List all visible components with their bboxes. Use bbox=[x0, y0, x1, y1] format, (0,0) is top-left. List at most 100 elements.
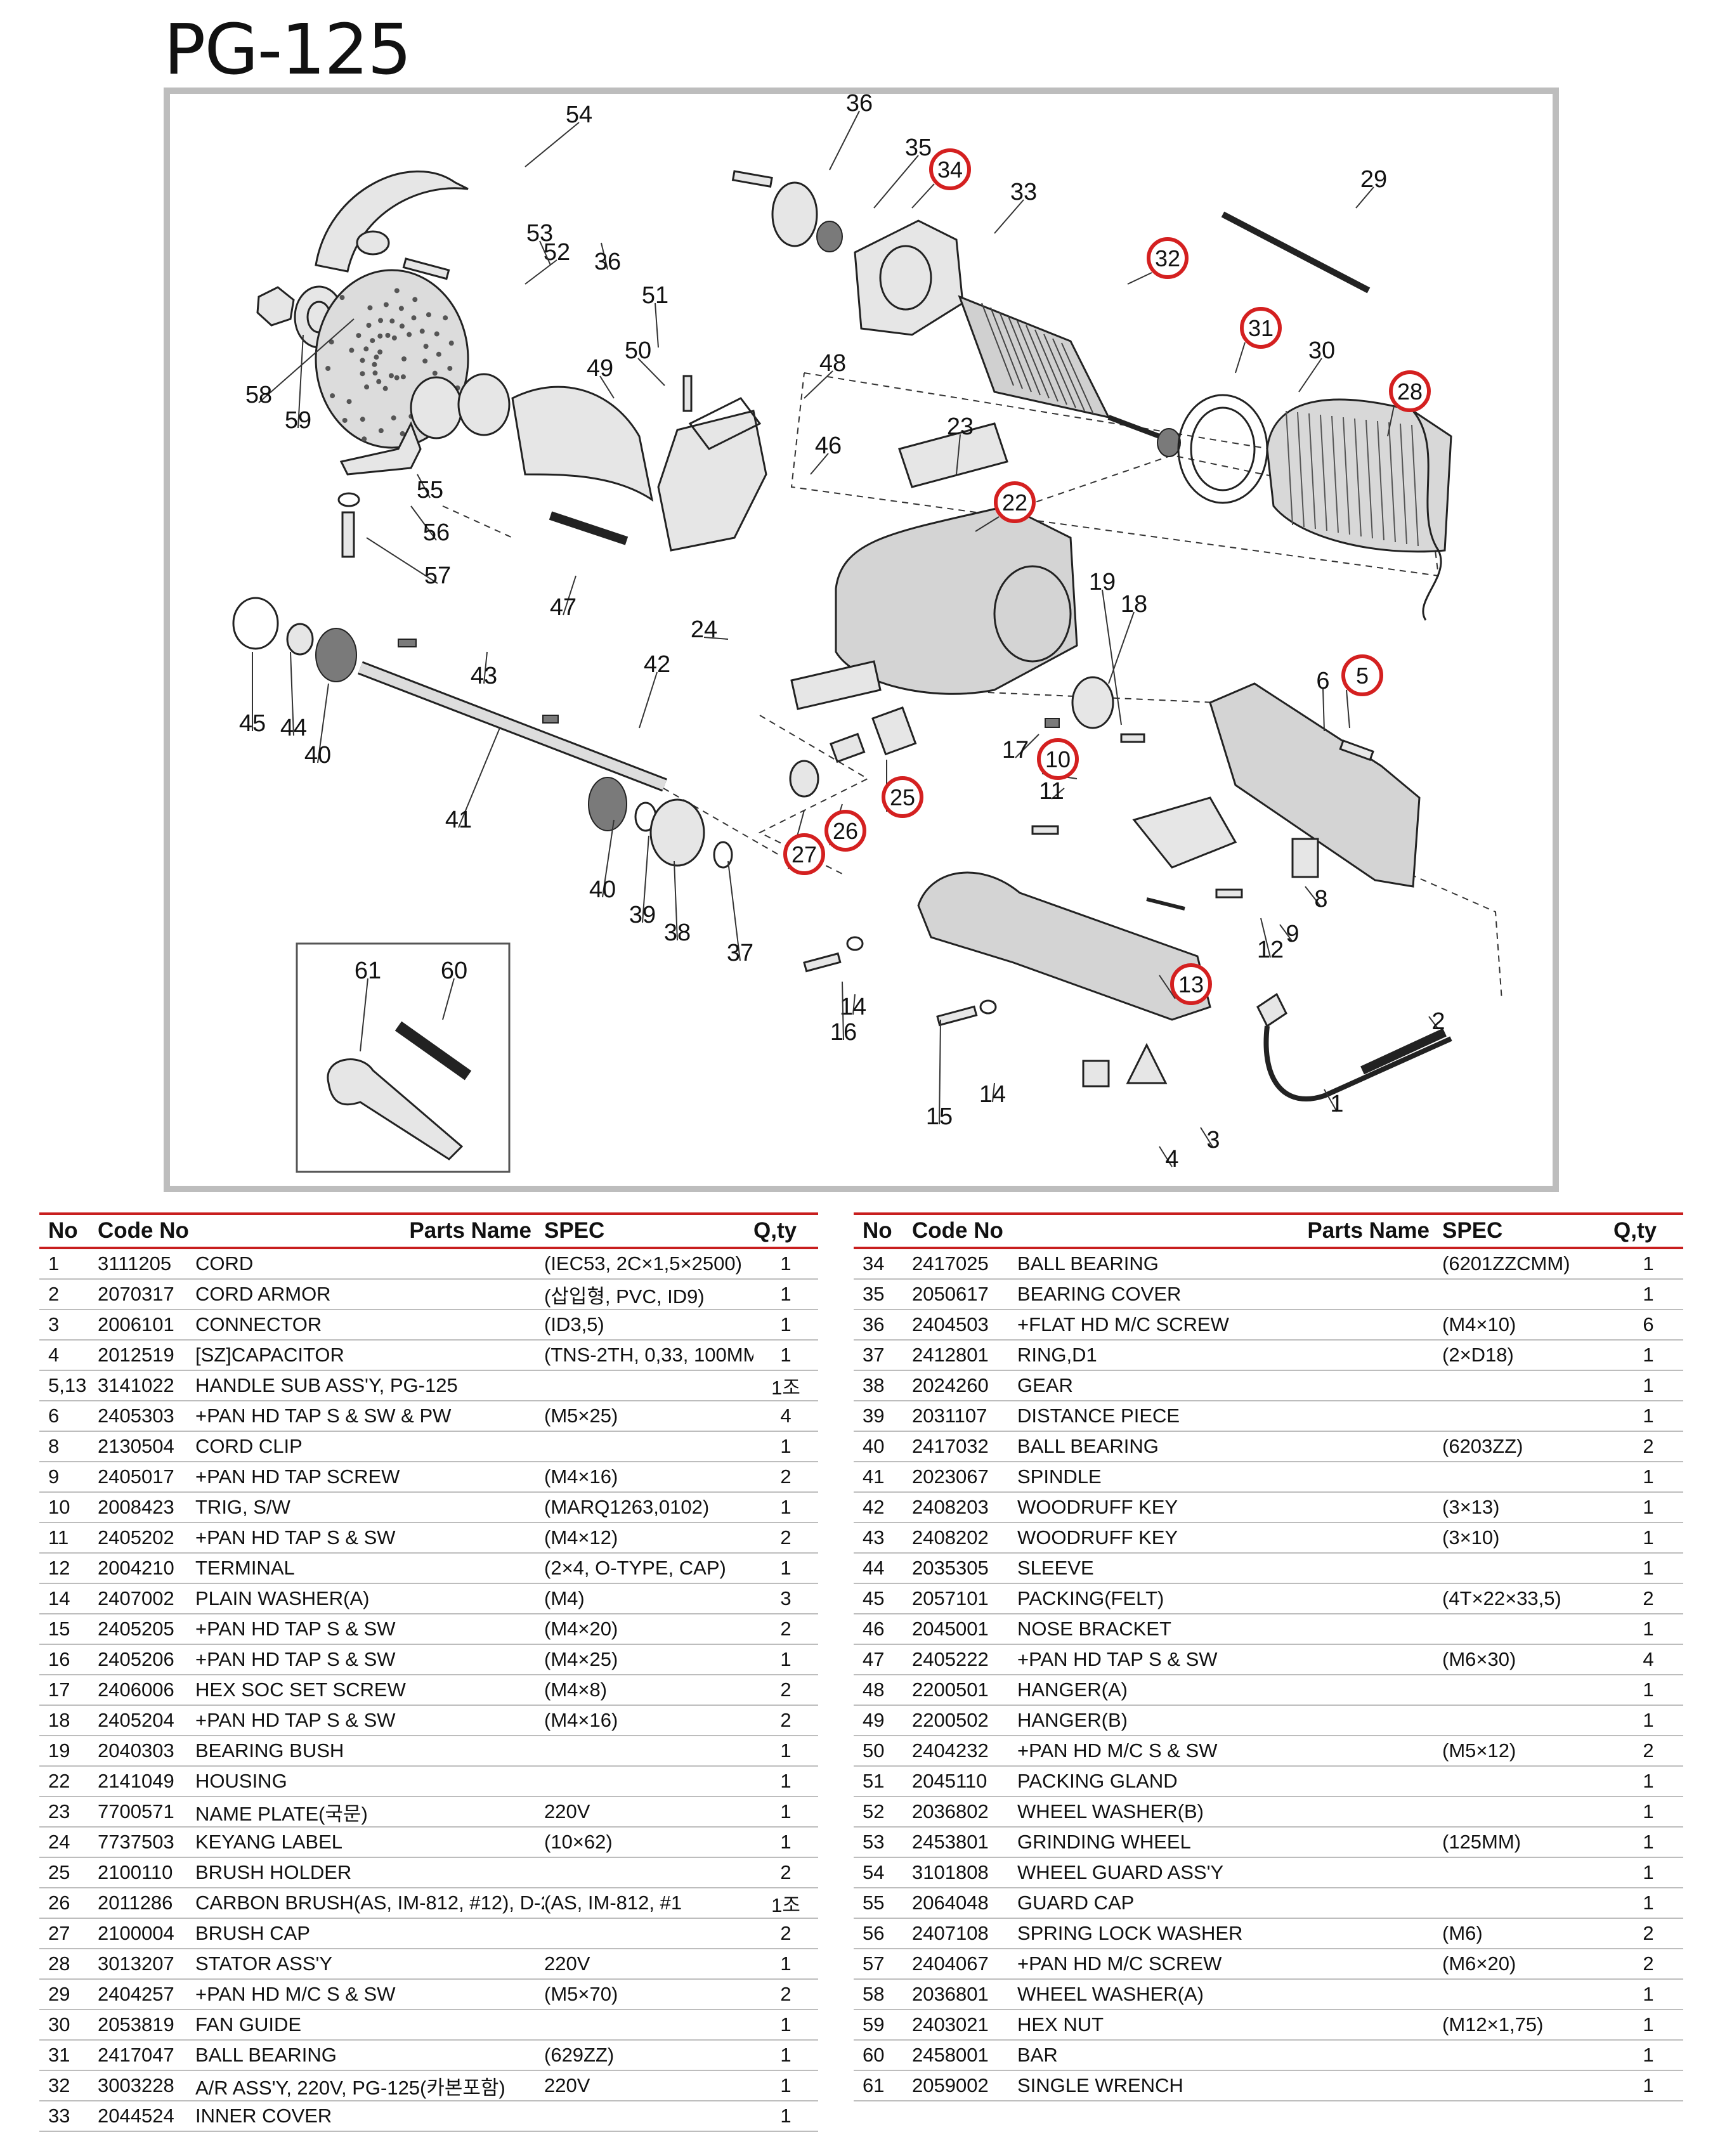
callout-label: 17 bbox=[1002, 737, 1029, 763]
leader-line bbox=[829, 110, 860, 171]
grinding-wheel-dot bbox=[426, 312, 431, 318]
cell-name: WHEEL WASHER(A) bbox=[1017, 1979, 1442, 2010]
grinding-wheel-dot bbox=[360, 371, 365, 377]
stator-lamination bbox=[1286, 410, 1293, 526]
callout-label: 54 bbox=[566, 101, 592, 128]
cell-no: 24 bbox=[39, 1827, 94, 1858]
callout-label: 57 bbox=[424, 562, 451, 589]
leader-line bbox=[1428, 1016, 1439, 1030]
cell-qty: 1 bbox=[1613, 1462, 1683, 1493]
cell-qty: 1조 bbox=[753, 1370, 818, 1401]
cell-name: BALL BEARING bbox=[195, 2040, 544, 2071]
armature-winding bbox=[1017, 320, 1050, 399]
handle-upper-shape bbox=[1209, 682, 1421, 888]
cell-qty: 4 bbox=[753, 1401, 818, 1432]
grinding-wheel-dot bbox=[419, 328, 425, 334]
cell-qty: 2 bbox=[753, 1979, 818, 2010]
grinding-wheel-dot bbox=[377, 333, 383, 339]
cell-code: 2036802 bbox=[908, 1796, 1017, 1828]
leader-line bbox=[290, 651, 294, 736]
cell-name: CARBON BRUSH(AS, IM-812, #12), D-20 bbox=[195, 1888, 544, 1919]
cell-spec bbox=[544, 1857, 753, 1888]
cell-qty: 2 bbox=[753, 1857, 818, 1888]
cell-code: 2417047 bbox=[94, 2040, 195, 2071]
cell-qty: 1 bbox=[1613, 2040, 1683, 2071]
cell-name: +PAN HD TAP S & SW bbox=[195, 1705, 544, 1736]
cell-spec bbox=[544, 2101, 753, 2132]
cell-spec: (2×4, O-TYPE, CAP) bbox=[544, 1553, 753, 1584]
cell-code: 2404503 bbox=[908, 1309, 1017, 1341]
cell-name: HEX NUT bbox=[1017, 2010, 1442, 2041]
cell-qty: 1 bbox=[1613, 1827, 1683, 1858]
stator-lamination bbox=[1343, 417, 1350, 535]
cell-qty: 2 bbox=[753, 1705, 818, 1736]
cell-qty: 1 bbox=[1613, 1553, 1683, 1584]
callout-highlight-ring bbox=[1037, 738, 1079, 780]
cell-name: PLAIN WASHER(A) bbox=[195, 1583, 544, 1614]
col-header-code: Code No bbox=[94, 1212, 195, 1249]
cell-spec bbox=[544, 1431, 753, 1462]
grinding-wheel-dot bbox=[391, 335, 397, 341]
wheel-washer-b-shape bbox=[410, 376, 463, 439]
cell-code: 2100004 bbox=[94, 1918, 195, 1949]
leader-line bbox=[994, 199, 1024, 234]
leader-line bbox=[442, 978, 455, 1020]
callout-label: 8 bbox=[1314, 886, 1327, 912]
cell-spec: (TNS-2TH, 0,33, 100MM, BL) bbox=[544, 1340, 753, 1371]
callout-label: 46 bbox=[815, 432, 842, 459]
carbon-brush-shape bbox=[830, 732, 866, 763]
grinding-wheel-dot bbox=[360, 417, 365, 422]
callout-label: 42 bbox=[644, 651, 670, 678]
col-header-qty: Q,ty bbox=[1613, 1212, 1683, 1249]
cell-code: 2130504 bbox=[94, 1431, 195, 1462]
cell-qty: 1 bbox=[753, 2040, 818, 2071]
cell-code: 2403021 bbox=[908, 2010, 1017, 2041]
cell-code: 2040303 bbox=[94, 1736, 195, 1767]
table-header-row: No Code No Parts Name SPEC Q,ty bbox=[39, 1212, 818, 1249]
cell-no: 36 bbox=[854, 1309, 908, 1341]
cell-spec bbox=[544, 1370, 753, 1401]
leader-line bbox=[639, 672, 658, 729]
cell-spec: (M5×70) bbox=[544, 1979, 753, 2010]
leader-line bbox=[599, 375, 615, 399]
grinding-wheel-dot bbox=[342, 417, 348, 423]
cell-spec: 220V bbox=[544, 2070, 753, 2101]
callout-label-highlighted: 31 bbox=[1248, 315, 1274, 341]
leader-line bbox=[458, 727, 500, 828]
cell-no: 8 bbox=[39, 1431, 94, 1462]
callout-label: 48 bbox=[819, 350, 846, 377]
callout-label: 43 bbox=[471, 663, 497, 689]
set-screw-shape bbox=[1045, 718, 1060, 728]
leader-line bbox=[992, 1082, 995, 1103]
cell-name: +PAN HD TAP S & SW bbox=[195, 1523, 544, 1554]
grinding-wheel-dot bbox=[385, 332, 391, 338]
cell-code: 2404257 bbox=[94, 1979, 195, 2010]
hex-nut-shape bbox=[256, 286, 295, 327]
cell-spec: (2×D18) bbox=[1442, 1340, 1613, 1371]
cell-code: 2407002 bbox=[94, 1583, 195, 1614]
cell-name: +PAN HD TAP S & SW bbox=[1017, 1644, 1442, 1675]
callout-label: 49 bbox=[587, 355, 613, 382]
cell-qty: 1 bbox=[753, 2101, 818, 2132]
name-plate-shape bbox=[898, 422, 1008, 488]
cell-no: 58 bbox=[854, 1979, 908, 2010]
callout-label-highlighted: 25 bbox=[890, 784, 915, 810]
grinding-wheel-dot bbox=[363, 346, 369, 352]
callout-label: 30 bbox=[1308, 337, 1335, 364]
armature-winding bbox=[1026, 325, 1059, 402]
cell-name: DISTANCE PIECE bbox=[1017, 1401, 1442, 1432]
